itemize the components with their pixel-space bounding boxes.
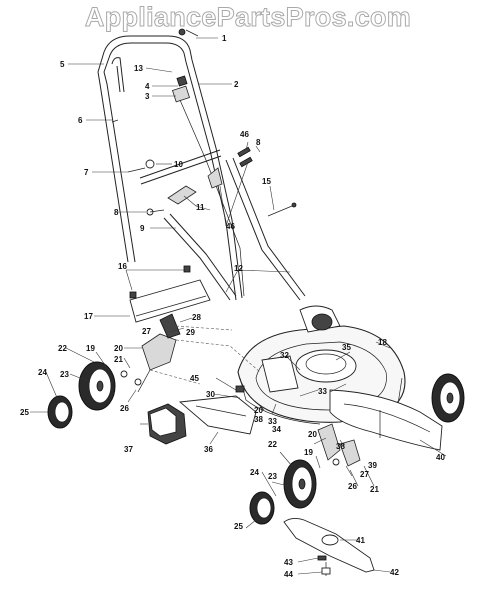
callout-45: 45 — [190, 374, 199, 383]
leader-lines — [30, 37, 447, 575]
callout-27b: 27 — [360, 470, 369, 479]
callout-labels: 1 2 3 4 5 6 7 8 8 9 10 11 12 13 15 16 17… — [20, 34, 445, 579]
callout-25b: 25 — [234, 522, 243, 531]
callout-41: 41 — [356, 536, 365, 545]
callout-21a: 21 — [114, 355, 123, 364]
callout-40: 40 — [436, 453, 445, 462]
watermark: AppliancePartsPros.com — [84, 2, 412, 33]
callout-8b: 8 — [256, 138, 261, 147]
callout-2: 2 — [234, 80, 239, 89]
callout-7: 7 — [84, 168, 89, 177]
throttle-control — [171, 75, 245, 297]
callout-32: 32 — [280, 351, 289, 360]
callout-36: 36 — [204, 445, 213, 454]
callout-46a: 46 — [240, 130, 249, 139]
callout-18: 18 — [378, 338, 387, 347]
callout-4: 4 — [145, 82, 150, 91]
callout-23b: 23 — [268, 472, 277, 481]
callout-3: 3 — [145, 92, 150, 101]
mulch-plug — [147, 403, 187, 445]
rear-wheel-left — [78, 361, 116, 411]
callout-20c: 20 — [308, 430, 317, 439]
callout-21b: 21 — [370, 485, 379, 494]
callout-35: 35 — [342, 343, 351, 352]
upper-handle — [97, 35, 243, 301]
hub-cap-left — [47, 395, 73, 429]
callout-30: 30 — [206, 390, 215, 399]
callout-20b: 20 — [254, 406, 263, 415]
height-adjuster-left — [120, 313, 261, 393]
callout-5: 5 — [60, 60, 65, 69]
callout-27a: 27 — [142, 327, 151, 336]
callout-17: 17 — [84, 312, 93, 321]
callout-28: 28 — [192, 313, 201, 322]
callout-24b: 24 — [250, 468, 259, 477]
callout-20a: 20 — [114, 344, 123, 353]
hub-cap-front — [249, 491, 275, 525]
callout-37: 37 — [124, 445, 133, 454]
callout-11: 11 — [196, 203, 205, 212]
callout-24a: 24 — [38, 368, 47, 377]
callout-42: 42 — [390, 568, 399, 577]
callout-19b: 19 — [304, 448, 313, 457]
callout-10: 10 — [174, 160, 183, 169]
callout-39: 39 — [368, 461, 377, 470]
blade — [283, 517, 375, 576]
control-bar — [111, 57, 125, 93]
callout-19a: 19 — [86, 344, 95, 353]
callout-43: 43 — [284, 558, 293, 567]
callout-15: 15 — [262, 177, 271, 186]
callout-38a: 38 — [254, 415, 263, 424]
callout-26b: 26 — [348, 482, 357, 491]
callout-23a: 23 — [60, 370, 69, 379]
callout-1: 1 — [222, 34, 227, 43]
callout-16: 16 — [118, 262, 127, 271]
callout-26a: 26 — [120, 404, 129, 413]
callout-12: 12 — [234, 264, 243, 273]
discharge-door — [178, 385, 257, 435]
rear-wheel-right — [431, 373, 465, 423]
callout-6: 6 — [78, 116, 83, 125]
callout-13: 13 — [134, 64, 143, 73]
callout-9: 9 — [140, 224, 145, 233]
callout-22a: 22 — [58, 344, 67, 353]
height-adjuster-right — [317, 423, 361, 467]
rear-skirt — [129, 265, 211, 323]
hardware-knobs — [111, 28, 297, 217]
callout-46b: 46 — [226, 222, 235, 231]
callout-38b: 38 — [336, 442, 345, 451]
deflector — [329, 389, 443, 451]
callout-44: 44 — [284, 570, 293, 579]
callout-29: 29 — [186, 328, 195, 337]
callout-33b: 33 — [268, 417, 277, 426]
front-wheel — [283, 459, 317, 509]
callout-25a: 25 — [20, 408, 29, 417]
callout-8a: 8 — [114, 208, 119, 217]
lower-handle — [163, 157, 306, 301]
callout-22b: 22 — [268, 440, 277, 449]
callout-34: 34 — [272, 425, 281, 434]
callout-33a: 33 — [318, 387, 327, 396]
